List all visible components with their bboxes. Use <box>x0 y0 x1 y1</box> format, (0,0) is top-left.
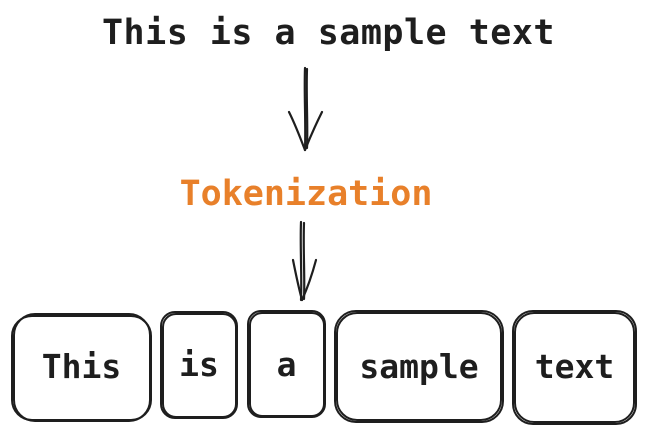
token-sample: sample <box>359 347 479 386</box>
arrow-to-tokenization <box>287 66 324 152</box>
token-this: This <box>41 347 122 386</box>
token-box-text <box>512 310 637 425</box>
token-is: is <box>179 345 219 384</box>
tokenization-label: Tokenization <box>179 174 433 214</box>
token-box-a <box>247 310 326 418</box>
arrow-to-tokens <box>291 220 318 302</box>
token-text: text <box>534 347 615 386</box>
token-box-sample <box>334 310 504 423</box>
token-box-is <box>160 311 238 419</box>
token-box-this <box>11 313 152 422</box>
input-sentence: This is a sample text <box>101 13 555 53</box>
token-a: a <box>276 345 297 384</box>
